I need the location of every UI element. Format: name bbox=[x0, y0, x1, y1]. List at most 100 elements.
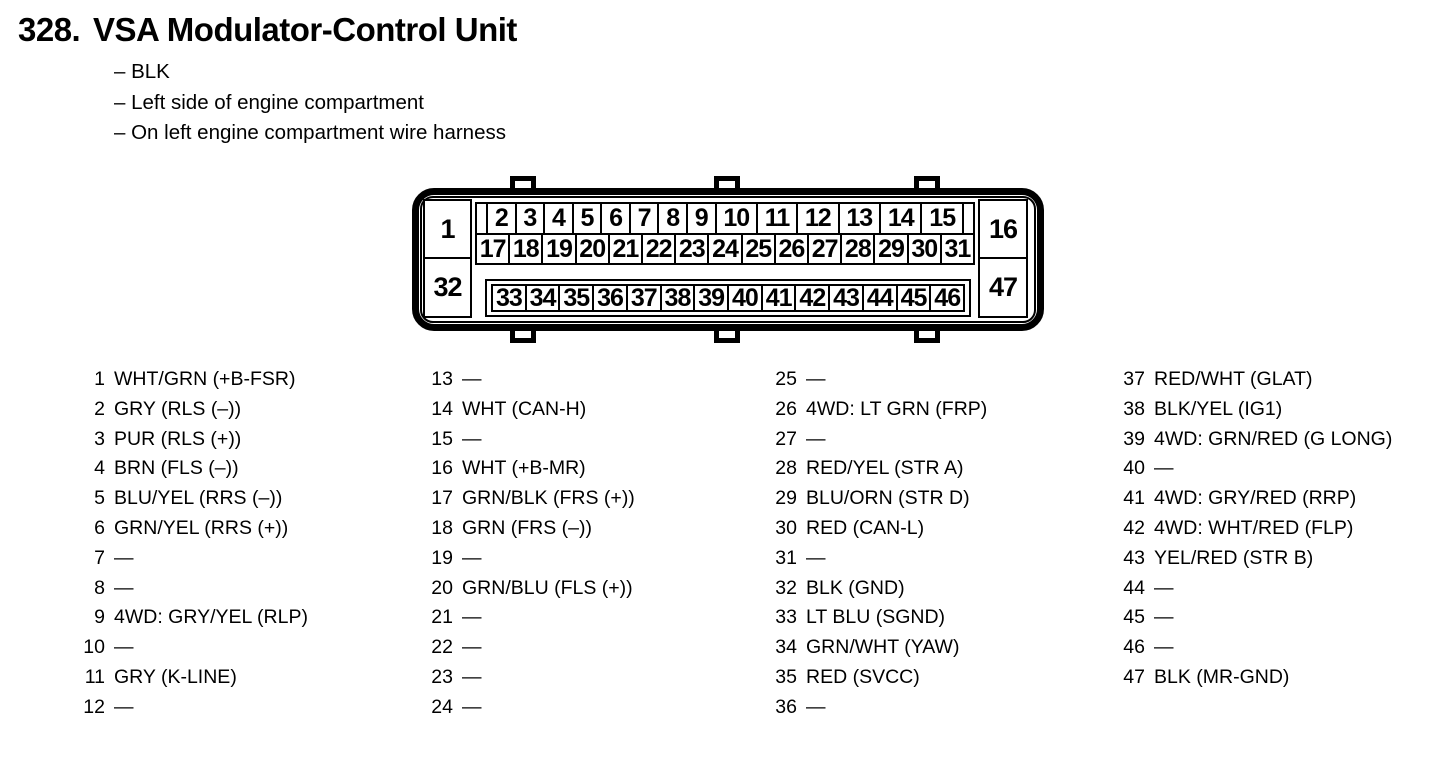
pin-description: — bbox=[1154, 636, 1174, 659]
connector-pin-46: 46 bbox=[929, 284, 966, 312]
pin-description: GRN/BLU (FLS (+)) bbox=[462, 576, 633, 599]
connector-pin-13: 13 bbox=[837, 202, 881, 235]
pin-description: RED (SVCC) bbox=[806, 665, 920, 688]
pin-list-row: 31— bbox=[749, 544, 987, 574]
pin-number: 38 bbox=[1123, 397, 1145, 420]
note-line-color: – BLK bbox=[114, 60, 170, 83]
pin-number: 39 bbox=[1123, 427, 1145, 450]
pin-description: GRY (RLS (–)) bbox=[114, 397, 242, 420]
pin-list-row: 8— bbox=[57, 574, 308, 604]
pin-description: BRN (FLS (–)) bbox=[114, 457, 239, 480]
connector-mount-tab bbox=[914, 326, 940, 343]
connector-pin-44: 44 bbox=[861, 284, 898, 312]
connector-pin-33: 33 bbox=[491, 284, 527, 312]
pin-description: — bbox=[114, 546, 134, 569]
connector-mount-tab bbox=[714, 176, 740, 193]
pin-number: 19 bbox=[431, 546, 453, 569]
pin-number: 14 bbox=[431, 397, 453, 420]
pin-number: 24 bbox=[431, 695, 453, 718]
pin-number: 12 bbox=[83, 695, 105, 718]
pin-list-row: 25— bbox=[749, 365, 987, 395]
pin-number: 10 bbox=[83, 636, 105, 659]
pin-description: 4WD: GRY/RED (RRP) bbox=[1154, 487, 1357, 510]
pin-description: 4WD: GRN/RED (G LONG) bbox=[1154, 427, 1393, 450]
pin-description: GRN/BLK (FRS (+)) bbox=[462, 487, 635, 510]
pin-list-row: 35 RED (SVCC) bbox=[749, 663, 987, 693]
pin-list-row: 23— bbox=[405, 663, 635, 693]
connector-pin-38: 38 bbox=[659, 284, 696, 312]
page-title: VSA Modulator-Control Unit bbox=[93, 11, 517, 48]
pin-number: 32 bbox=[775, 576, 797, 599]
pin-number: 15 bbox=[431, 427, 453, 450]
pin-description: GRN/WHT (YAW) bbox=[806, 636, 960, 659]
connector-pin-43: 43 bbox=[828, 284, 864, 312]
pin-number: 13 bbox=[431, 368, 453, 390]
connector-mount-tab bbox=[510, 176, 536, 193]
pin-description: BLU/ORN (STR D) bbox=[806, 487, 970, 510]
pin-number: 46 bbox=[1123, 636, 1145, 659]
pin-number: 34 bbox=[775, 636, 797, 659]
connector-mount-tab bbox=[510, 326, 536, 343]
connector-pin-5: 5 bbox=[571, 202, 603, 235]
pin-number: 41 bbox=[1123, 487, 1145, 510]
pin-description: — bbox=[462, 665, 482, 688]
pin-description: 4WD: LT GRN (FRP) bbox=[806, 397, 988, 420]
pin-number: 40 bbox=[1123, 457, 1145, 480]
connector-pin-41: 41 bbox=[760, 284, 797, 312]
connector-pin-1: 1 bbox=[423, 199, 472, 259]
pin-number: 45 bbox=[1123, 606, 1145, 629]
pin-description: GRN/YEL (RRS (+)) bbox=[114, 516, 289, 539]
connector-pin-8: 8 bbox=[657, 202, 688, 235]
connector-pin-10: 10 bbox=[714, 202, 758, 235]
pin-description: BLK/YEL (IG1) bbox=[1154, 397, 1283, 420]
section-heading: 328. VSA Modulator-Control Unit bbox=[18, 11, 517, 49]
connector-pin-21: 21 bbox=[607, 233, 644, 265]
pin-number: 42 bbox=[1123, 516, 1145, 539]
pin-list-row: 41 4WD: GRY/RED (RRP) bbox=[1097, 484, 1392, 514]
pin-number: 35 bbox=[775, 665, 797, 688]
connector-pin-34: 34 bbox=[524, 284, 561, 312]
pin-number: 3 bbox=[94, 427, 105, 450]
pin-list-row: 36— bbox=[749, 693, 987, 723]
pin-description: GRN (FRS (–)) bbox=[462, 516, 592, 539]
pin-list-row: 2 GRY (RLS (–)) bbox=[57, 395, 308, 425]
pin-number: 44 bbox=[1123, 576, 1145, 599]
pin-number: 2 bbox=[94, 397, 105, 420]
connector-pin-23: 23 bbox=[674, 233, 710, 265]
pin-description: WHT/GRN (+B-FSR) bbox=[114, 368, 296, 390]
pin-description: — bbox=[1154, 576, 1174, 599]
connector-pin-22: 22 bbox=[641, 233, 677, 265]
pin-description: RED/WHT (GLAT) bbox=[1154, 368, 1313, 390]
pin-number: 28 bbox=[775, 457, 797, 480]
connector-pin-47: 47 bbox=[978, 257, 1028, 318]
pin-number: 20 bbox=[431, 576, 453, 599]
pin-list-row: 15— bbox=[405, 425, 635, 455]
connector-pin-32: 32 bbox=[423, 257, 472, 318]
pin-number: 16 bbox=[431, 457, 453, 480]
section-number: 328. bbox=[18, 11, 81, 48]
connector-pin-35: 35 bbox=[558, 284, 595, 312]
connector-pin-25: 25 bbox=[740, 233, 776, 265]
connector-pin-19: 19 bbox=[541, 233, 577, 265]
pin-list-row: 40— bbox=[1097, 454, 1392, 484]
connector-pin-30: 30 bbox=[906, 233, 942, 265]
pin-description: — bbox=[462, 368, 482, 390]
